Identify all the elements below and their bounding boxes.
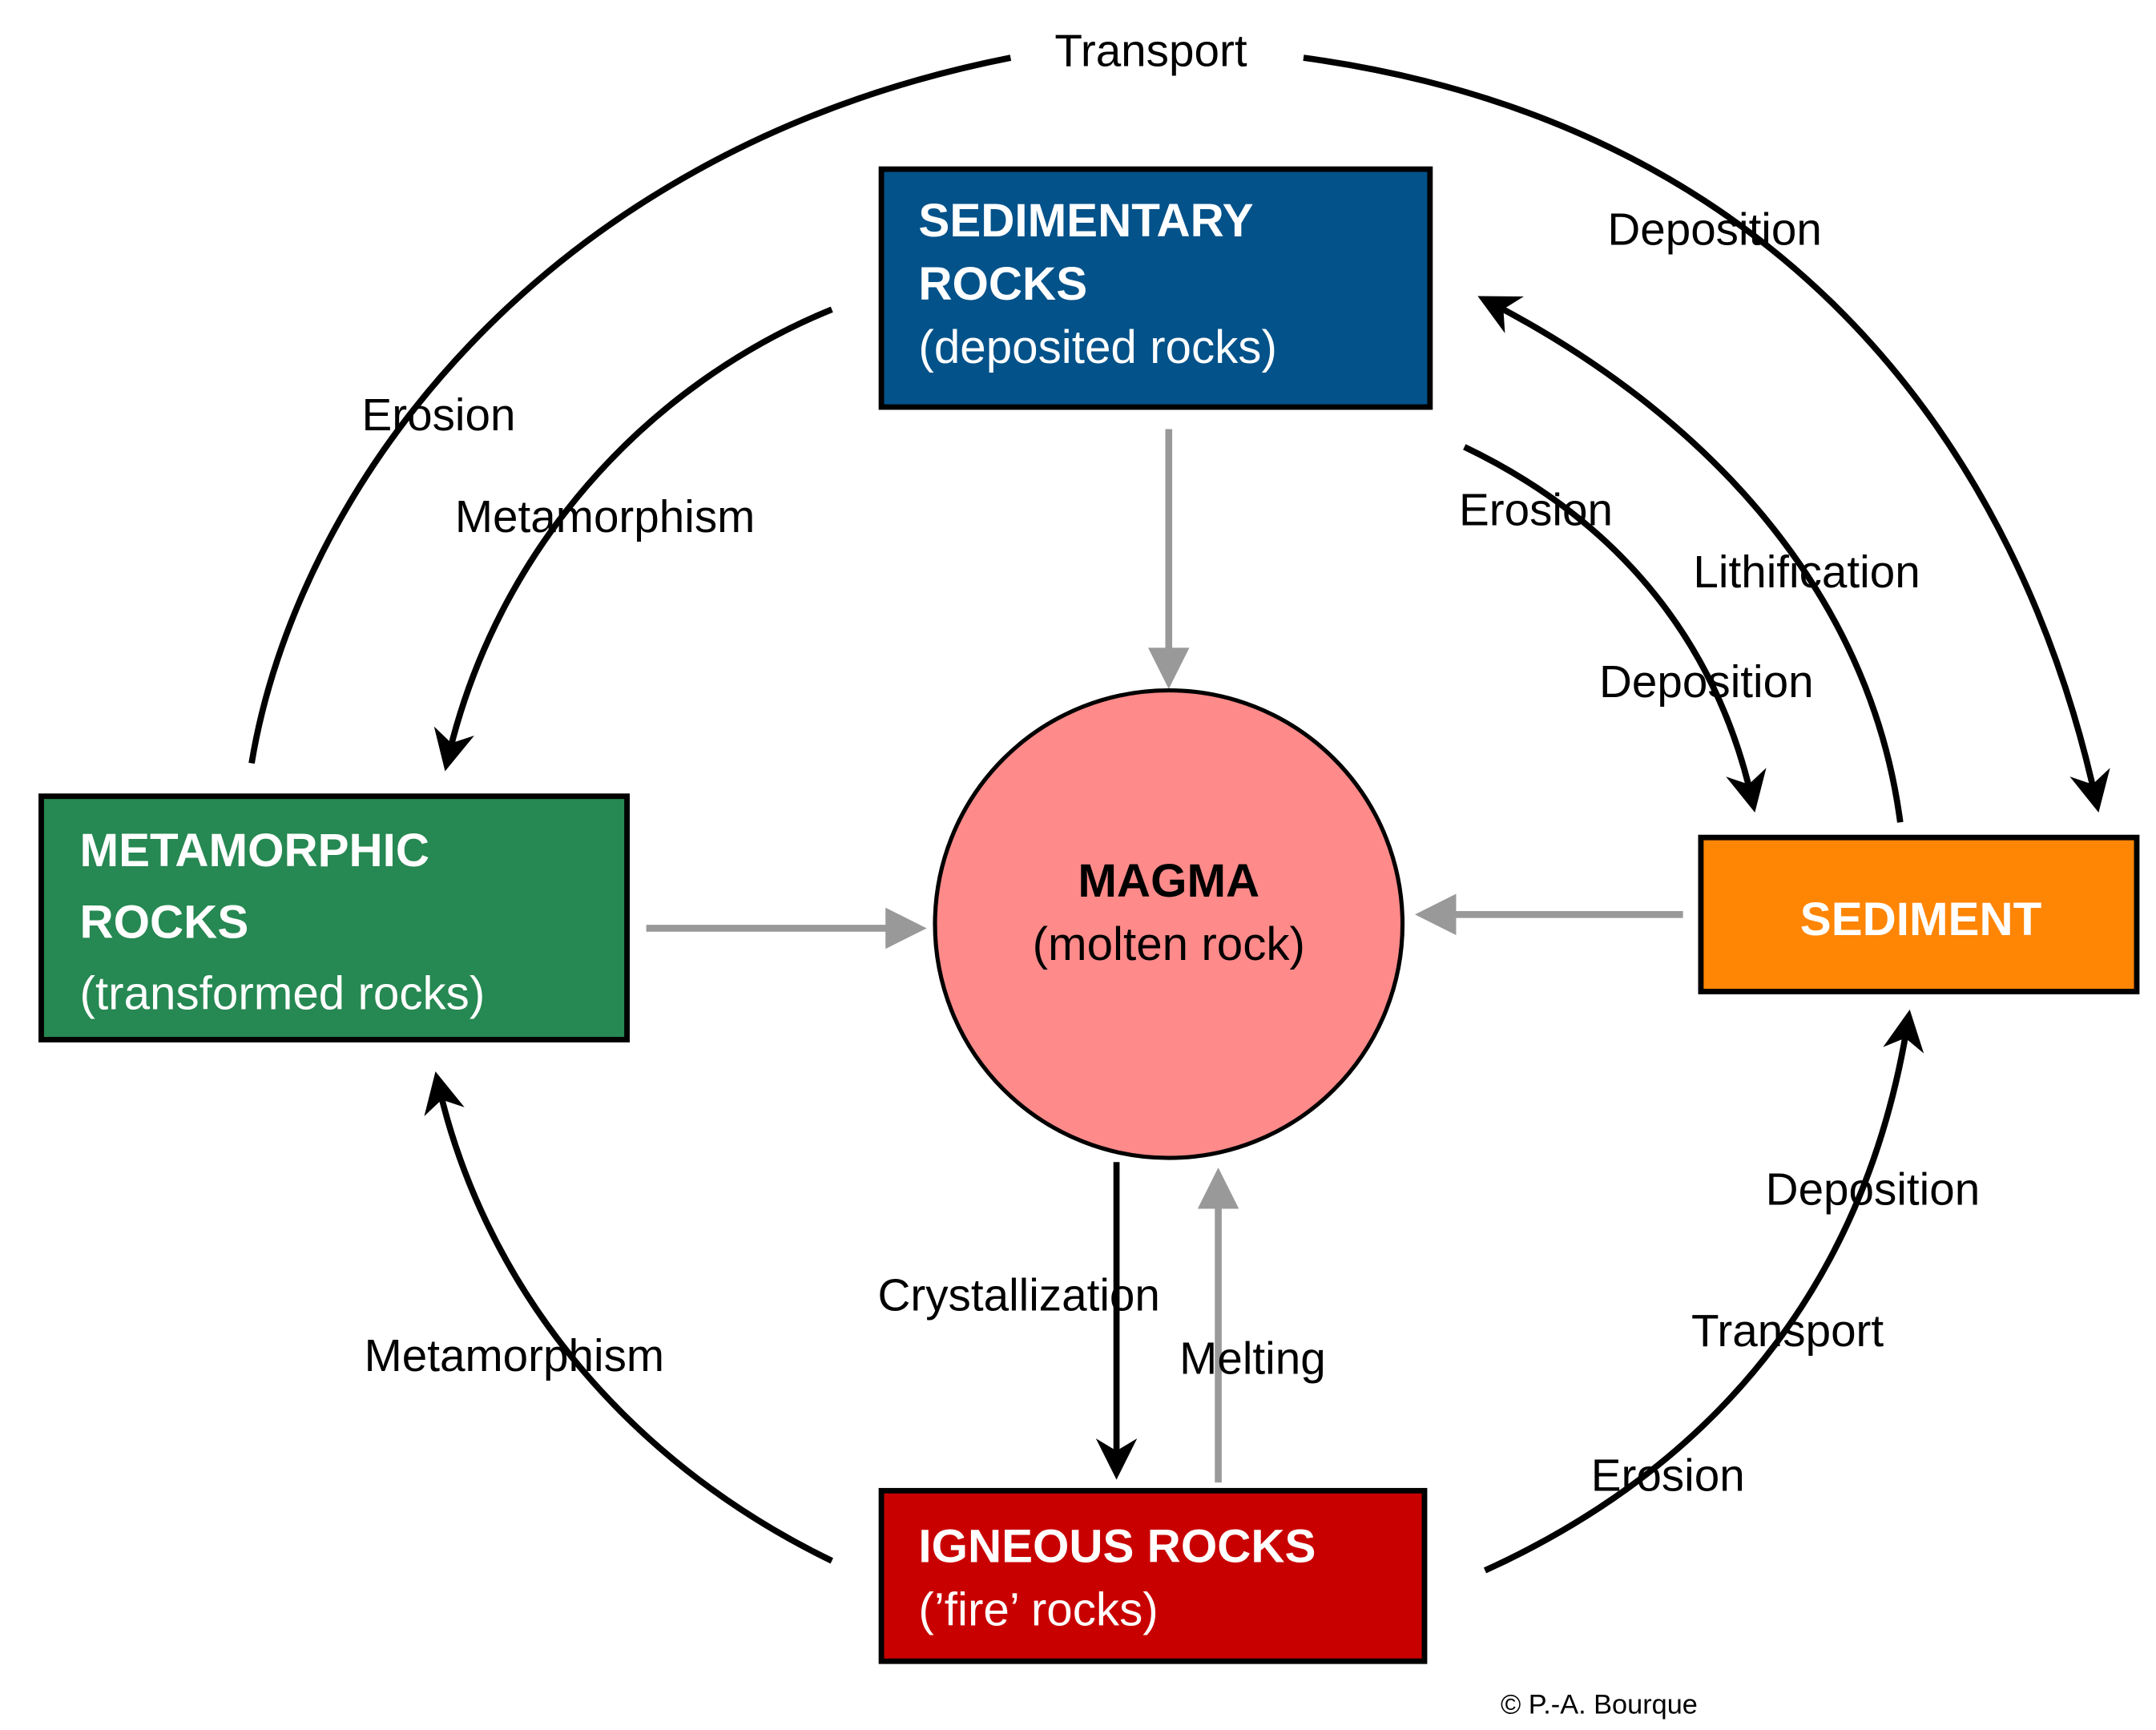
arrow-lithification	[1477, 296, 1904, 823]
node-magma: MAGMA (molten rock)	[933, 688, 1405, 1160]
arrow-sedimentary-to-sediment	[1463, 444, 1767, 813]
magma-title: MAGMA	[1078, 855, 1259, 907]
label-erosion-sedimentary: Erosion	[1459, 486, 1613, 536]
arrow-outer-top-left	[248, 54, 1012, 764]
label-melting: Melting	[1179, 1333, 1326, 1384]
magma-subtitle: (molten rock)	[1033, 918, 1305, 970]
label-erosion-left: Erosion	[361, 390, 515, 441]
sediment-title: SEDIMENT	[1800, 893, 2042, 946]
copyright: © P.-A. Bourque	[1501, 1689, 1698, 1720]
metamorphic-title-line1: METAMORPHIC	[80, 825, 429, 877]
label-deposition-top-right: Deposition	[1607, 204, 1822, 255]
metamorphic-title-line2: ROCKS	[80, 896, 249, 948]
igneous-title: IGNEOUS ROCKS	[918, 1521, 1316, 1573]
arrow-igneous-to-metamorphic	[424, 1071, 833, 1564]
node-igneous-rocks: IGNEOUS ROCKS (’fire’ rocks)	[878, 1487, 1428, 1664]
label-metamorphism-lower: Metamorphism	[365, 1331, 664, 1381]
label-lithification: Lithification	[1693, 547, 1920, 598]
node-sedimentary-rocks: SEDIMENTARY ROCKS (deposited rocks)	[878, 166, 1433, 410]
sedimentary-subtitle: (deposited rocks)	[918, 321, 1277, 373]
arrow-igneous-to-sediment	[1483, 1009, 1924, 1574]
sedimentary-title-line2: ROCKS	[918, 258, 1087, 310]
arrow-sedimentary-to-metamorphic	[433, 306, 833, 772]
label-deposition-igneous: Deposition	[1766, 1164, 1981, 1215]
metamorphic-subtitle: (transformed rocks)	[80, 968, 486, 1020]
node-metamorphic-rocks: METAMORPHIC ROCKS (transformed rocks)	[38, 793, 631, 1042]
label-erosion-igneous: Erosion	[1591, 1450, 1745, 1501]
label-transport-igneous: Transport	[1691, 1306, 1884, 1357]
label-deposition-sedimentary: Deposition	[1599, 657, 1814, 708]
label-transport-top: Transport	[1054, 26, 1247, 76]
igneous-subtitle: (’fire’ rocks)	[918, 1584, 1158, 1636]
node-sediment: SEDIMENT	[1698, 834, 2140, 994]
arrow-outer-top-right	[1303, 54, 2110, 813]
label-metamorphism-upper: Metamorphism	[455, 492, 755, 542]
label-crystallization: Crystallization	[877, 1271, 1159, 1321]
sedimentary-title-line1: SEDIMENTARY	[918, 195, 1253, 247]
